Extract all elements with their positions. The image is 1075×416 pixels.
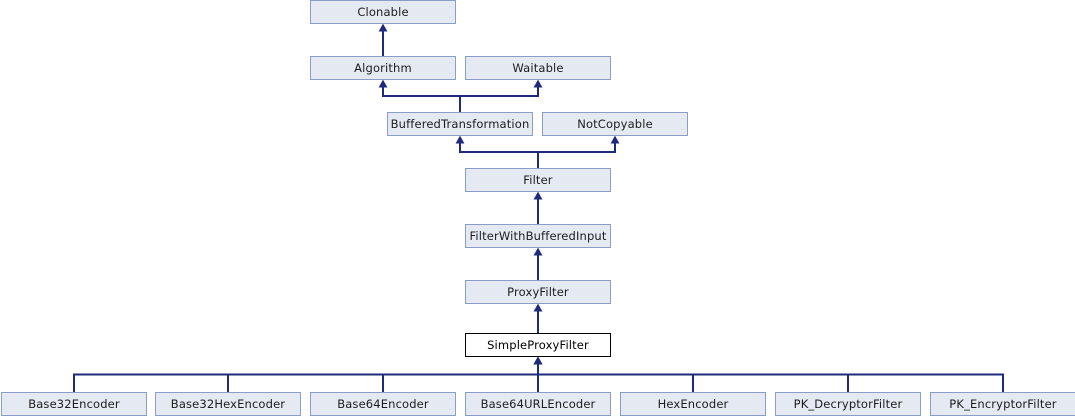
edge-bufferedtransformation-to-algorithm: [378, 79, 461, 112]
edge-filter-to-notcopyable: [537, 135, 620, 168]
edge-base64encoder-to-simpleproxyfilter: [382, 356, 543, 392]
class-node-clonable[interactable]: Clonable: [310, 0, 456, 24]
class-node-label: Base32HexEncoder: [170, 397, 286, 411]
class-node-label: NotCopyable: [577, 117, 653, 131]
edge-pk_encryptorfilter-to-simpleproxyfilter: [533, 356, 1004, 392]
class-node-label: PK_DecryptorFilter: [793, 397, 903, 411]
class-node-proxyfilter[interactable]: ProxyFilter: [465, 280, 611, 304]
class-node-label: Clonable: [357, 5, 409, 19]
class-node-label: FilterWithBufferedInput: [469, 229, 607, 243]
class-node-label: BufferedTransformation: [390, 117, 530, 131]
class-node-label: Algorithm: [354, 61, 412, 75]
edge-hexencoder-to-simpleproxyfilter: [533, 356, 694, 392]
edge-bufferedtransformation-to-waitable: [459, 79, 543, 112]
class-node-label: SimpleProxyFilter: [487, 338, 589, 352]
class-node-base64encoder[interactable]: Base64Encoder: [310, 392, 456, 416]
class-node-hexencoder[interactable]: HexEncoder: [620, 392, 766, 416]
class-node-base64urlencoder[interactable]: Base64URLEncoder: [465, 392, 611, 416]
class-node-filterwithbufferedinput[interactable]: FilterWithBufferedInput: [465, 224, 611, 248]
class-node-filter[interactable]: Filter: [465, 168, 611, 192]
edge-pk_decryptorfilter-to-simpleproxyfilter: [533, 356, 849, 392]
class-node-label: Base32Encoder: [28, 397, 120, 411]
class-node-label: PK_EncryptorFilter: [949, 397, 1057, 411]
edge-base32encoder-to-simpleproxyfilter: [73, 356, 543, 392]
class-node-waitable[interactable]: Waitable: [465, 56, 611, 80]
class-node-label: Waitable: [512, 61, 564, 75]
class-node-label: ProxyFilter: [507, 285, 569, 299]
class-node-pk_encryptorfilter[interactable]: PK_EncryptorFilter: [930, 392, 1075, 416]
class-node-notcopyable[interactable]: NotCopyable: [542, 112, 688, 136]
class-node-label: Base64URLEncoder: [480, 397, 596, 411]
class-node-label: HexEncoder: [657, 397, 729, 411]
edge-base32hexencoder-to-simpleproxyfilter: [227, 356, 543, 392]
class-node-base32encoder[interactable]: Base32Encoder: [1, 392, 147, 416]
edge-filter-to-bufferedtransformation: [455, 135, 539, 168]
class-node-bufferedtransformation[interactable]: BufferedTransformation: [387, 112, 533, 136]
class-node-pk_decryptorfilter[interactable]: PK_DecryptorFilter: [775, 392, 921, 416]
class-node-simpleproxyfilter[interactable]: SimpleProxyFilter: [465, 333, 611, 357]
class-node-label: Filter: [523, 173, 553, 187]
class-node-label: Base64Encoder: [337, 397, 429, 411]
class-node-algorithm[interactable]: Algorithm: [310, 56, 456, 80]
class-node-base32hexencoder[interactable]: Base32HexEncoder: [155, 392, 301, 416]
